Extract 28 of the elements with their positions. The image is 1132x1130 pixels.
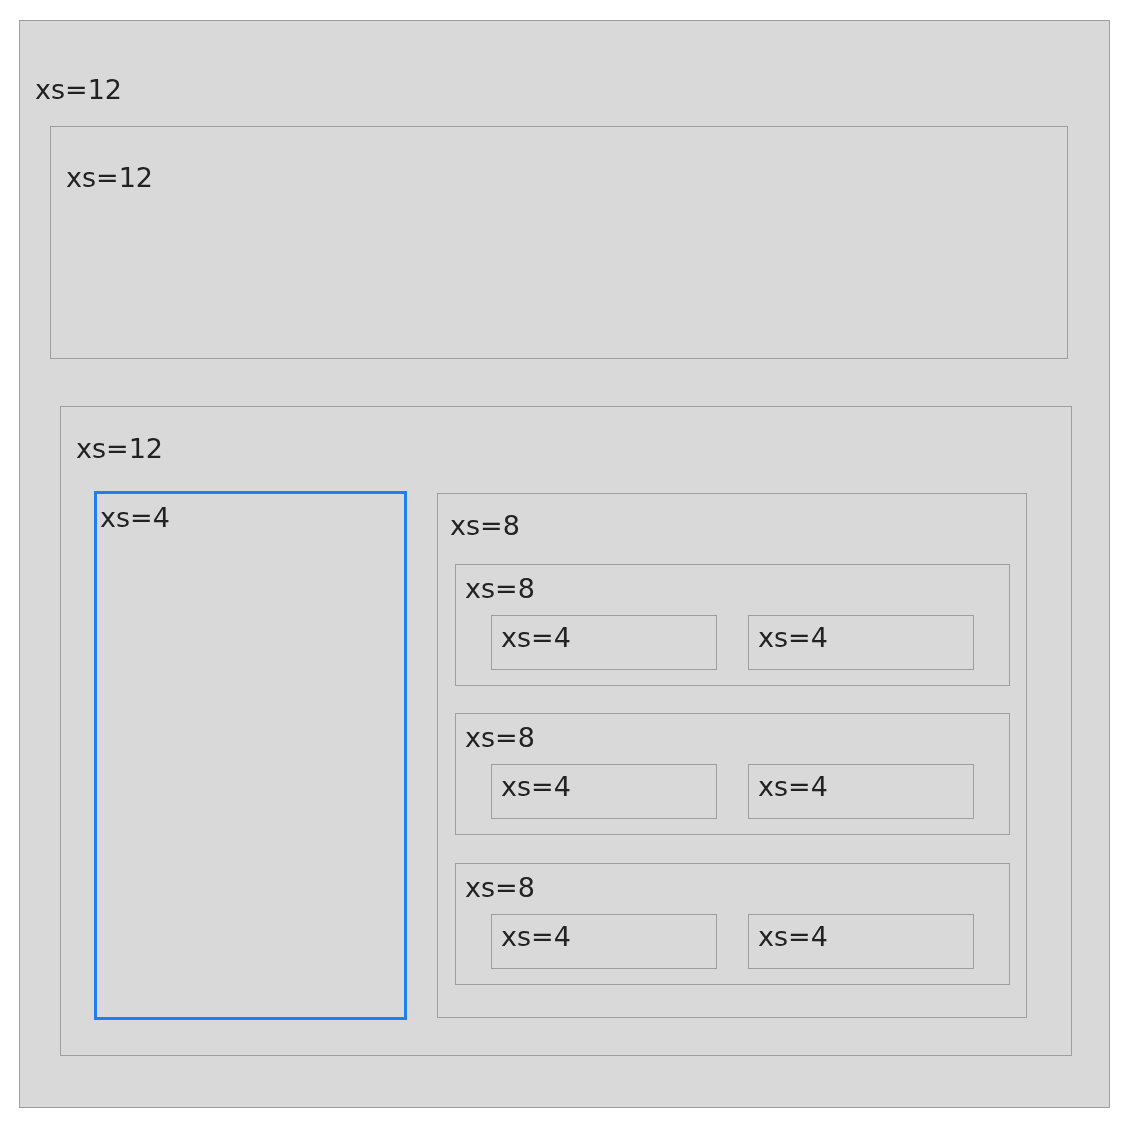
grid-container — [455, 713, 1010, 835]
grid-container — [437, 493, 1027, 1018]
grid-item — [50, 126, 1068, 359]
grid-size-label: xs=4 — [501, 771, 571, 803]
grid-container — [19, 20, 1110, 1108]
grid-item — [491, 764, 717, 819]
grid-size-label: xs=4 — [758, 921, 828, 953]
grid-item — [748, 615, 974, 670]
grid-size-label: xs=8 — [465, 872, 535, 904]
grid-item — [94, 491, 407, 1020]
grid-item — [491, 615, 717, 670]
grid-size-label: xs=4 — [758, 771, 828, 803]
grid-size-label: xs=8 — [450, 510, 520, 542]
grid-item — [748, 914, 974, 969]
grid-size-label: xs=4 — [100, 502, 170, 534]
grid-size-label: xs=4 — [758, 622, 828, 654]
grid-item — [491, 914, 717, 969]
grid-size-label: xs=12 — [35, 74, 123, 106]
grid-size-label: xs=12 — [76, 433, 164, 465]
grid-size-label: xs=8 — [465, 722, 535, 754]
grid-size-label: xs=4 — [501, 622, 571, 654]
grid-container — [455, 863, 1010, 985]
grid-size-label: xs=8 — [465, 573, 535, 605]
grid-size-label: xs=12 — [66, 162, 154, 194]
grid-size-label: xs=4 — [501, 921, 571, 953]
grid-item — [748, 764, 974, 819]
grid-container — [60, 406, 1072, 1056]
grid-container — [455, 564, 1010, 686]
